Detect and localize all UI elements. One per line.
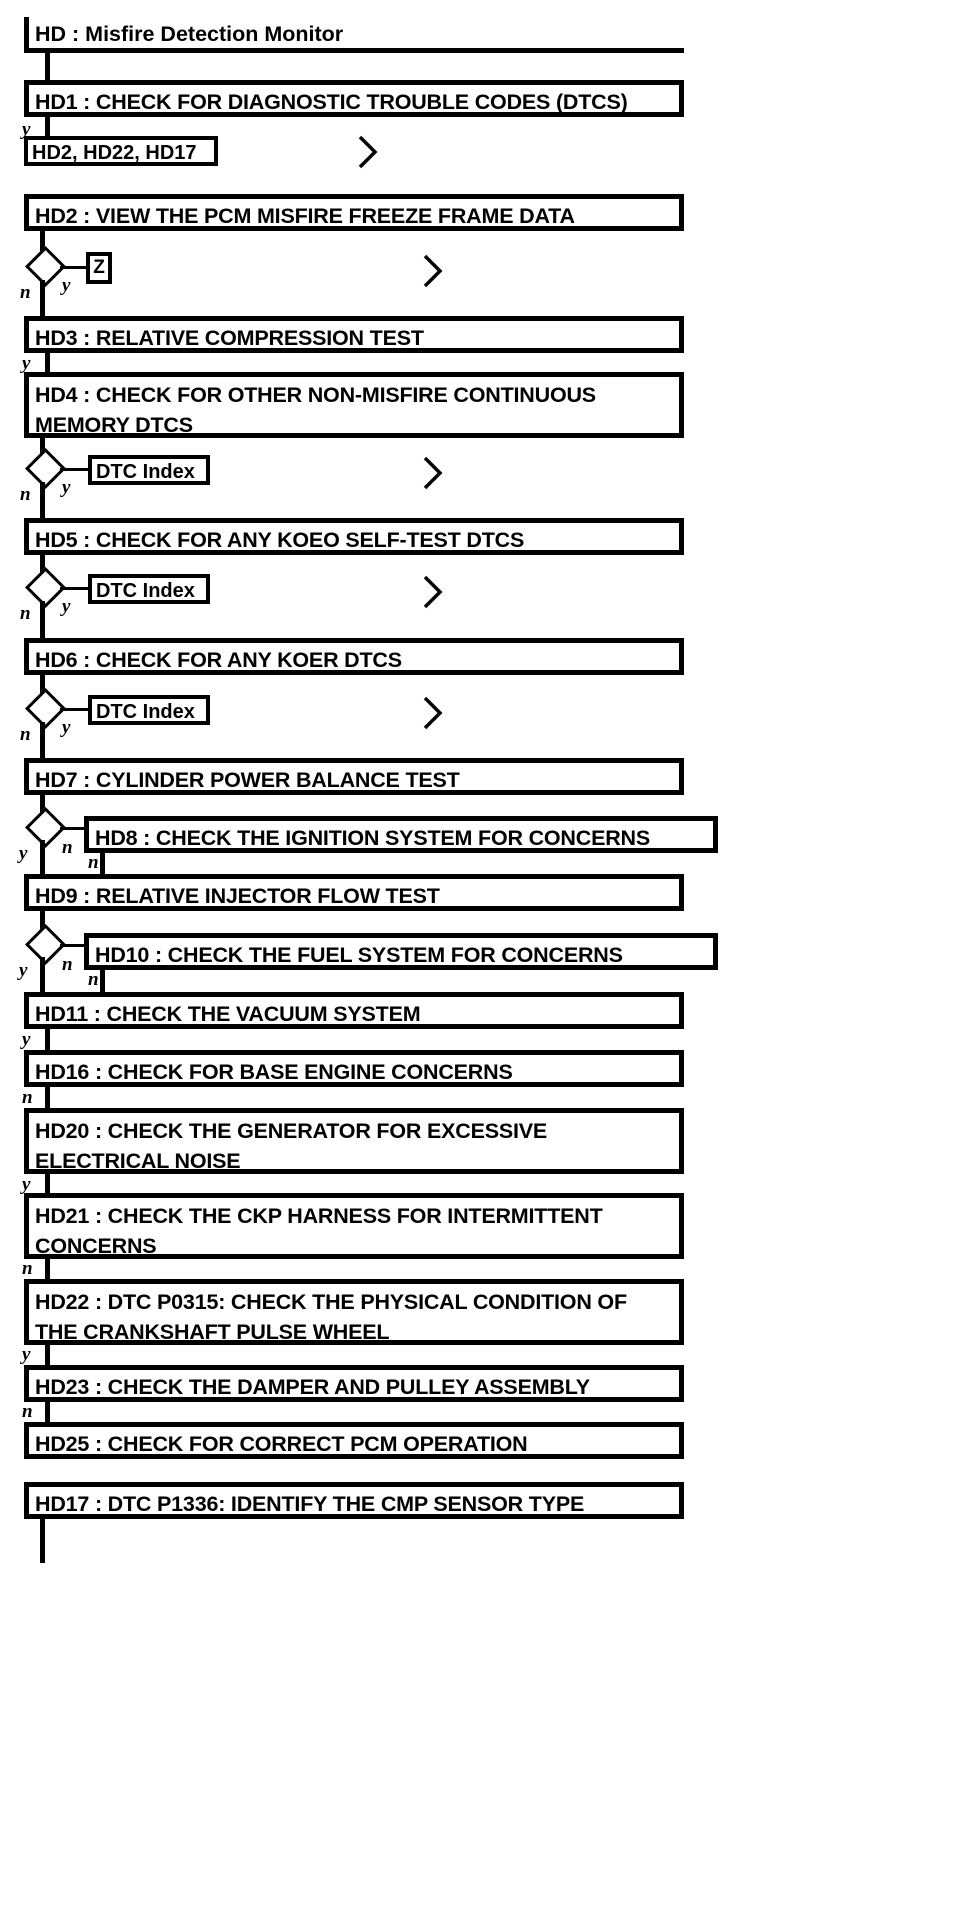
step-hd11[interactable]: HD11 : CHECK THE VACUUM SYSTEM [24, 992, 684, 1029]
edge-label-hd4-yes: y [62, 477, 71, 498]
connector-hd6-no-to-hd7 [40, 722, 45, 760]
connector-hd20-to-hd21 [45, 1173, 50, 1195]
step-hd20[interactable]: HD20 : CHECK THE GENERATOR FOR EXCESSIVE… [24, 1108, 684, 1174]
connector-hd9-to-decision [40, 910, 45, 931]
connector-hd8-no-to-hd9 [100, 852, 105, 876]
step-hd10[interactable]: HD10 : CHECK THE FUEL SYSTEM FOR CONCERN… [84, 933, 718, 970]
connector-hd5-yes-to-dtc-index [60, 587, 90, 590]
connector-hd10-no-to-hd11 [100, 969, 105, 992]
step-hd5[interactable]: HD5 : CHECK FOR ANY KOEO SELF-TEST DTCS [24, 518, 684, 555]
edge-label-hd7-no: n [62, 837, 73, 858]
connector-hd2-yes-to-z [60, 266, 88, 269]
connector-hd21-to-hd22 [45, 1258, 50, 1281]
step-hd1[interactable]: HD1 : CHECK FOR DIAGNOSTIC TROUBLE CODES… [24, 80, 684, 117]
step-hd4[interactable]: HD4 : CHECK FOR OTHER NON-MISFIRE CONTIN… [24, 372, 684, 438]
edge-label-hd2-yes: y [62, 275, 71, 296]
edge-label-hd8-no: n [88, 852, 99, 873]
chevron-2-icon [420, 251, 446, 291]
edge-label-hd3-yes: y [22, 353, 31, 374]
edge-label-hd1-yes: y [22, 119, 31, 140]
edge-label-hd2-no: n [20, 282, 31, 303]
chevron-5-icon [420, 693, 446, 733]
step-hd9[interactable]: HD9 : RELATIVE INJECTOR FLOW TEST [24, 874, 684, 911]
connector-hd7-to-decision [40, 794, 45, 815]
diagram-title: HD : Misfire Detection Monitor [24, 17, 684, 53]
edge-label-hd7-yes: y [19, 843, 28, 864]
connector-hd23-to-hd25 [45, 1401, 50, 1423]
connector-title-to-hd1 [45, 52, 50, 82]
connector-hd5-no-to-hd6 [40, 601, 45, 640]
step-hd22[interactable]: HD22 : DTC P0315: CHECK THE PHYSICAL CON… [24, 1279, 684, 1345]
edge-label-hd6-no: n [20, 724, 31, 745]
edge-label-hd21-no: n [22, 1258, 33, 1279]
connector-hd7-yes-to-hd9 [40, 840, 45, 876]
connector-hd3-to-hd4 [45, 352, 50, 374]
edge-label-hd6-yes: y [62, 717, 71, 738]
edge-label-hd11-yes: y [22, 1029, 31, 1050]
edge-label-hd5-no: n [20, 603, 31, 624]
connector-hd16-to-hd20 [45, 1086, 50, 1110]
chevron-4-icon [420, 572, 446, 612]
connector-hd6-yes-to-dtc-index [60, 708, 90, 711]
edge-label-hd20-yes: y [22, 1174, 31, 1195]
step-hd21[interactable]: HD21 : CHECK THE CKP HARNESS FOR INTERMI… [24, 1193, 684, 1259]
connector-hd6-to-decision [40, 674, 45, 695]
ref-dtc-index-2[interactable]: DTC Index [88, 574, 210, 604]
edge-label-hd10-no: n [88, 969, 99, 990]
ref-dtc-index-1[interactable]: DTC Index [88, 455, 210, 485]
edge-label-hd23-no: n [22, 1401, 33, 1422]
connector-hd22-to-hd23 [45, 1344, 50, 1367]
step-hd16[interactable]: HD16 : CHECK FOR BASE ENGINE CONCERNS [24, 1050, 684, 1087]
step-hd2[interactable]: HD2 : VIEW THE PCM MISFIRE FREEZE FRAME … [24, 194, 684, 231]
connector-hd7-no-to-hd8 [60, 827, 88, 830]
connector-hd17-out [40, 1518, 45, 1563]
edge-label-hd9-yes: y [19, 960, 28, 981]
step-hd8[interactable]: HD8 : CHECK THE IGNITION SYSTEM FOR CONC… [84, 816, 718, 853]
step-hd7[interactable]: HD7 : CYLINDER POWER BALANCE TEST [24, 758, 684, 795]
connector-hd4-no-to-hd5 [40, 482, 45, 520]
connector-hd2-no-to-hd3 [40, 280, 45, 316]
connector-hd1-to-ref [45, 116, 50, 140]
connector-hd4-yes-to-dtc-index [60, 468, 90, 471]
connector-hd9-no-to-hd10 [60, 944, 88, 947]
connector-hd11-to-hd16 [45, 1028, 50, 1052]
step-hd23[interactable]: HD23 : CHECK THE DAMPER AND PULLEY ASSEM… [24, 1365, 684, 1402]
edge-label-hd4-no: n [20, 484, 31, 505]
chevron-1-icon [355, 132, 381, 172]
chevron-3-icon [420, 453, 446, 493]
step-hd6[interactable]: HD6 : CHECK FOR ANY KOER DTCS [24, 638, 684, 675]
connector-hd9-yes-to-hd11 [40, 957, 45, 992]
edge-label-hd9-no: n [62, 954, 73, 975]
ref-hd2-hd22-hd17[interactable]: HD2, HD22, HD17 [24, 136, 218, 166]
connector-hd4-to-decision [40, 437, 45, 458]
step-hd3[interactable]: HD3 : RELATIVE COMPRESSION TEST [24, 316, 684, 353]
edge-label-hd5-yes: y [62, 596, 71, 617]
step-hd17[interactable]: HD17 : DTC P1336: IDENTIFY THE CMP SENSO… [24, 1482, 684, 1519]
connector-hd2-to-decision [40, 230, 45, 256]
ref-z[interactable]: Z [86, 252, 112, 284]
ref-dtc-index-3[interactable]: DTC Index [88, 695, 210, 725]
edge-label-hd22-yes: y [22, 1344, 31, 1365]
connector-hd5-to-decision [40, 554, 45, 575]
step-hd25[interactable]: HD25 : CHECK FOR CORRECT PCM OPERATION [24, 1422, 684, 1459]
edge-label-hd16-no: n [22, 1087, 33, 1108]
